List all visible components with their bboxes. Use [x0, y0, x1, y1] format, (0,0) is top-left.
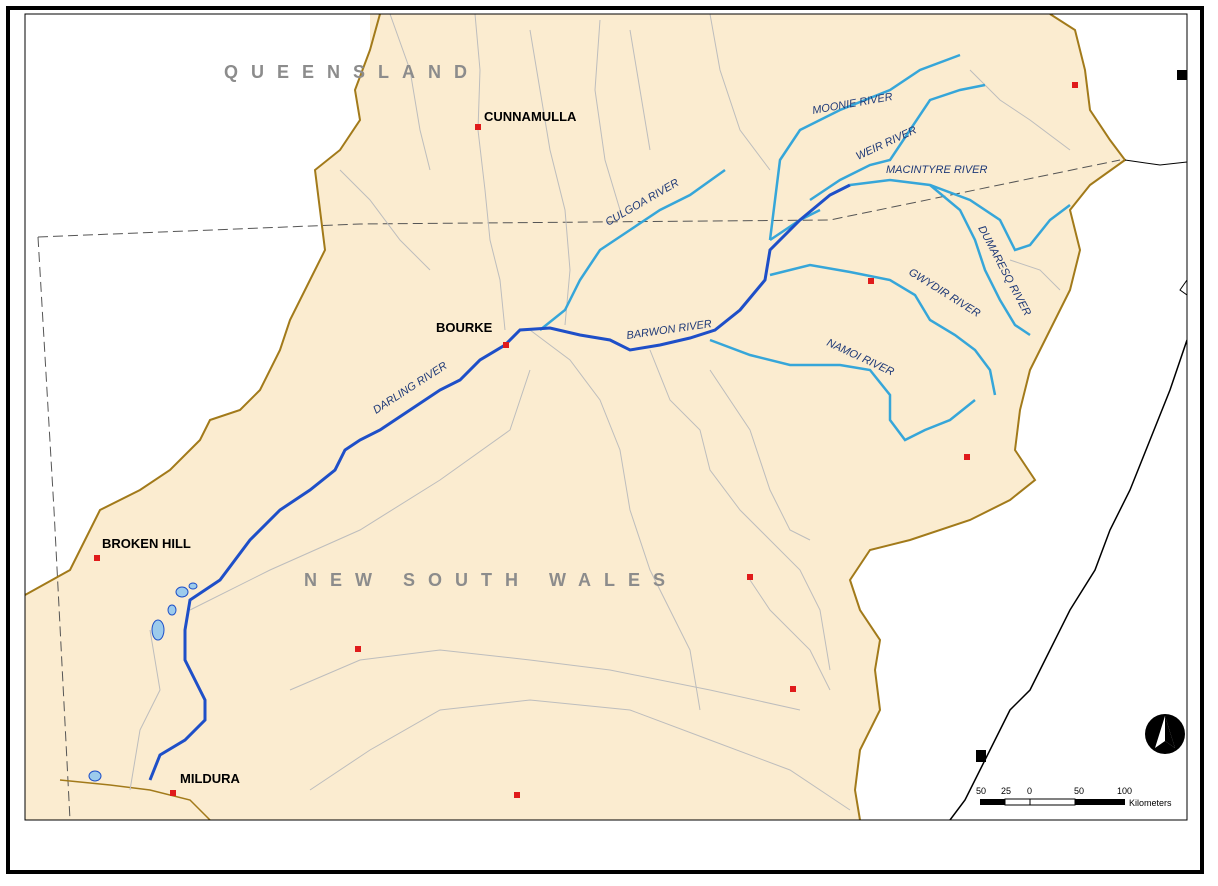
menindee-lakes [88, 582, 198, 782]
scale-unit: Kilometers [1129, 798, 1172, 808]
coast-north [1124, 159, 1187, 166]
moree-marker [868, 278, 874, 284]
coastline [949, 339, 1187, 820]
macintyre-river-line [849, 178, 1071, 252]
mildura-label: MILDURA [180, 771, 241, 786]
mildura-marker [170, 790, 176, 796]
namoi-river-line [709, 338, 976, 442]
state-boundary-west [25, 14, 381, 596]
gwydir-river-line [769, 263, 997, 396]
tributaries [539, 53, 1071, 442]
tamworth-marker [964, 454, 970, 460]
coast-east-edge [1179, 279, 1187, 296]
town-marker-nsw-4 [514, 792, 520, 798]
town-marker-nsw-1 [747, 574, 753, 580]
map-extent-border [24, 13, 1188, 821]
river-map: QUEENSLAND NEW SOUTH WALES CUNNAMULLA BO… [24, 13, 1188, 821]
scale-tick-3: 50 [1074, 786, 1084, 796]
scale-bar: 50 25 0 50 100 Kilometers [976, 786, 1172, 808]
scale-tick-1: 25 [1001, 786, 1011, 796]
broken-hill-marker [94, 555, 100, 561]
nsw-label: NEW SOUTH WALES [304, 570, 678, 590]
town-marker-nsw-2 [355, 646, 361, 652]
scale-tick-2: 0 [1027, 786, 1032, 796]
cunnamulla-label: CUNNAMULLA [484, 109, 577, 124]
macintyre-river-label: MACINTYRE RIVER [886, 164, 988, 176]
state-boundary-east [848, 14, 1127, 820]
bourke-label: BOURKE [436, 320, 493, 335]
minor-rivers [129, 14, 1071, 811]
sa-border [37, 236, 71, 820]
weir-river-line [809, 83, 986, 202]
queensland-label: QUEENSLAND [224, 62, 480, 82]
cunnamulla-marker [475, 124, 481, 130]
darling-barwon-river-line [148, 183, 851, 781]
town-marker-nsw-3 [790, 686, 796, 692]
state-boundary-south [59, 779, 211, 820]
moonie-river-line [768, 53, 961, 241]
coast-symbol-2 [976, 750, 986, 762]
north-arrow-icon [1145, 714, 1185, 754]
broken-hill-label: BROKEN HILL [102, 536, 191, 551]
town-marker-ne [1072, 82, 1078, 88]
bourke-marker [503, 342, 509, 348]
qld-nsw-border [37, 159, 1121, 238]
scale-tick-4: 100 [1117, 786, 1132, 796]
scale-tick-0: 50 [976, 786, 986, 796]
map-frame: QUEENSLAND NEW SOUTH WALES CUNNAMULLA BO… [6, 6, 1204, 874]
culgoa-river-line [539, 168, 726, 331]
coast-symbol-1 [1177, 70, 1187, 80]
town-markers [94, 82, 1078, 798]
dumaresq-river-line [929, 184, 1031, 337]
